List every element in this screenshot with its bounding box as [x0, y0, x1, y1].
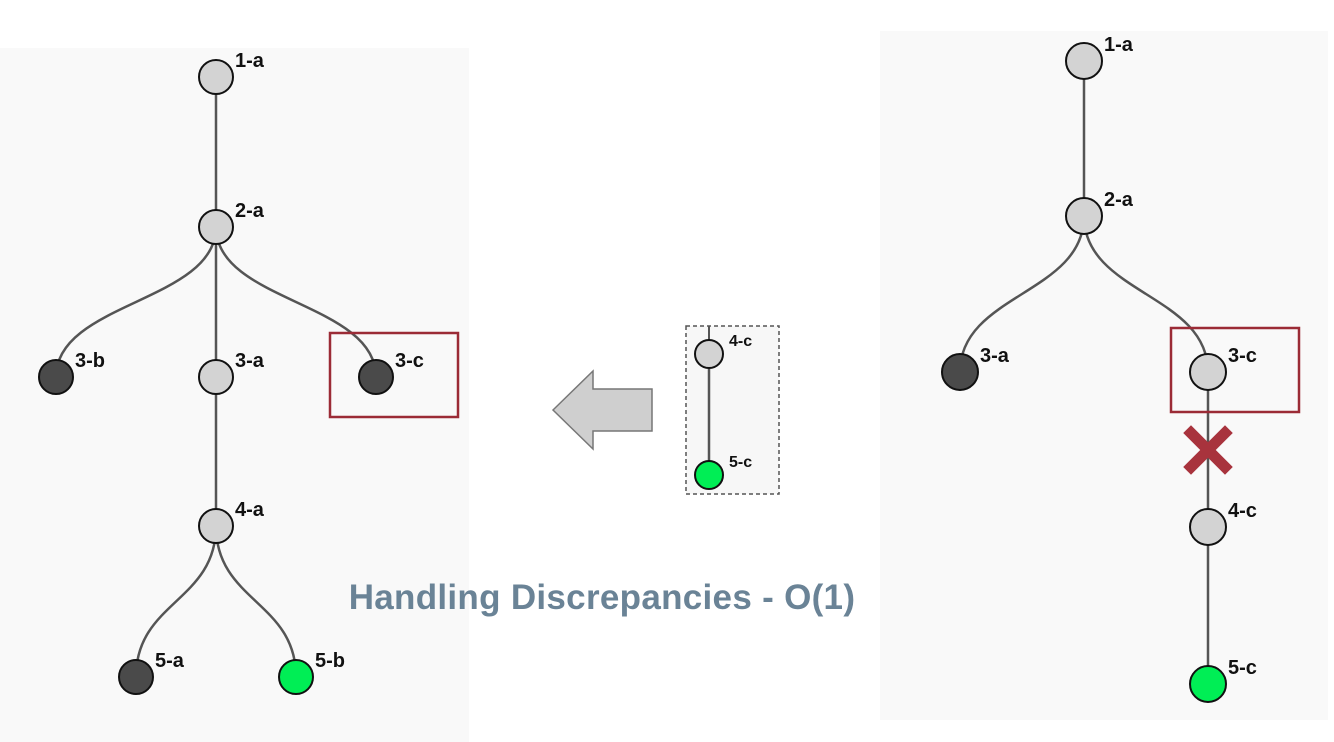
right-edge-2-a-3-a	[958, 215, 1086, 373]
left-node-label-2-a: 2-a	[235, 200, 265, 222]
left-edge-4-a-5-a	[134, 525, 218, 678]
right-node-1-a[interactable]	[1065, 42, 1103, 80]
left-node-label-3-a: 3-a	[235, 350, 265, 372]
left-edge-2-a-3-c	[214, 226, 378, 378]
broken-edge-cross-icon	[1183, 425, 1233, 475]
left-node-label-3-c: 3-c	[395, 350, 424, 372]
fragment-node-5-c[interactable]	[694, 460, 724, 490]
fragment-node-4-c[interactable]	[694, 339, 724, 369]
right-node-label-2-a: 2-a	[1104, 189, 1134, 211]
left-arrow-icon	[551, 369, 653, 451]
right-highlight-box	[1169, 326, 1301, 414]
right-node-5-c[interactable]	[1189, 665, 1227, 703]
right-node-3-c[interactable]	[1189, 353, 1227, 391]
left-edge-4-a-5-b	[214, 525, 298, 678]
nodes-layer	[38, 42, 1227, 703]
left-node-label-5-a: 5-a	[155, 650, 185, 672]
right-node-label-3-c: 3-c	[1228, 345, 1257, 367]
left-node-2-a[interactable]	[198, 209, 234, 245]
caption: Handling Discrepancies - O(1)	[0, 578, 1334, 618]
left-node-4-a[interactable]	[198, 508, 234, 544]
labels-layer: 1-a 2-a 3-b 3-a 3-c 4-a 5-a 5-b 4-c 5-c 1-a 2-a 3-a 3…	[75, 34, 1257, 679]
caption-text: Handling Discrepancies - O(1)	[348, 578, 856, 617]
left-node-label-3-b: 3-b	[75, 350, 105, 372]
right-edge-2-a-3-c	[1082, 215, 1210, 373]
cross-stroke-2	[1183, 425, 1233, 475]
left-node-1-a[interactable]	[198, 59, 234, 95]
right-node-3-a[interactable]	[941, 353, 979, 391]
left-tree-panel	[0, 48, 469, 742]
right-node-label-1-a: 1-a	[1104, 34, 1134, 56]
right-node-4-c[interactable]	[1189, 508, 1227, 546]
fragment-node-label-4-c: 4-c	[729, 333, 752, 350]
left-node-3-c[interactable]	[358, 359, 394, 395]
left-node-5-b[interactable]	[278, 659, 314, 695]
left-node-label-5-b: 5-b	[315, 650, 345, 672]
left-node-label-4-a: 4-a	[235, 499, 265, 521]
overlay-layer	[328, 326, 1301, 475]
left-node-5-a[interactable]	[118, 659, 154, 695]
left-highlight-box	[328, 331, 460, 419]
left-edge-2-a-3-b	[54, 226, 218, 378]
right-node-label-3-a: 3-a	[980, 345, 1010, 367]
fragment-node-label-5-c: 5-c	[729, 454, 752, 471]
left-node-3-b[interactable]	[38, 359, 74, 395]
left-node-label-1-a: 1-a	[235, 50, 265, 72]
right-node-2-a[interactable]	[1065, 197, 1103, 235]
left-node-3-a[interactable]	[198, 359, 234, 395]
right-node-label-4-c: 4-c	[1228, 500, 1257, 522]
right-node-label-5-c: 5-c	[1228, 657, 1257, 679]
